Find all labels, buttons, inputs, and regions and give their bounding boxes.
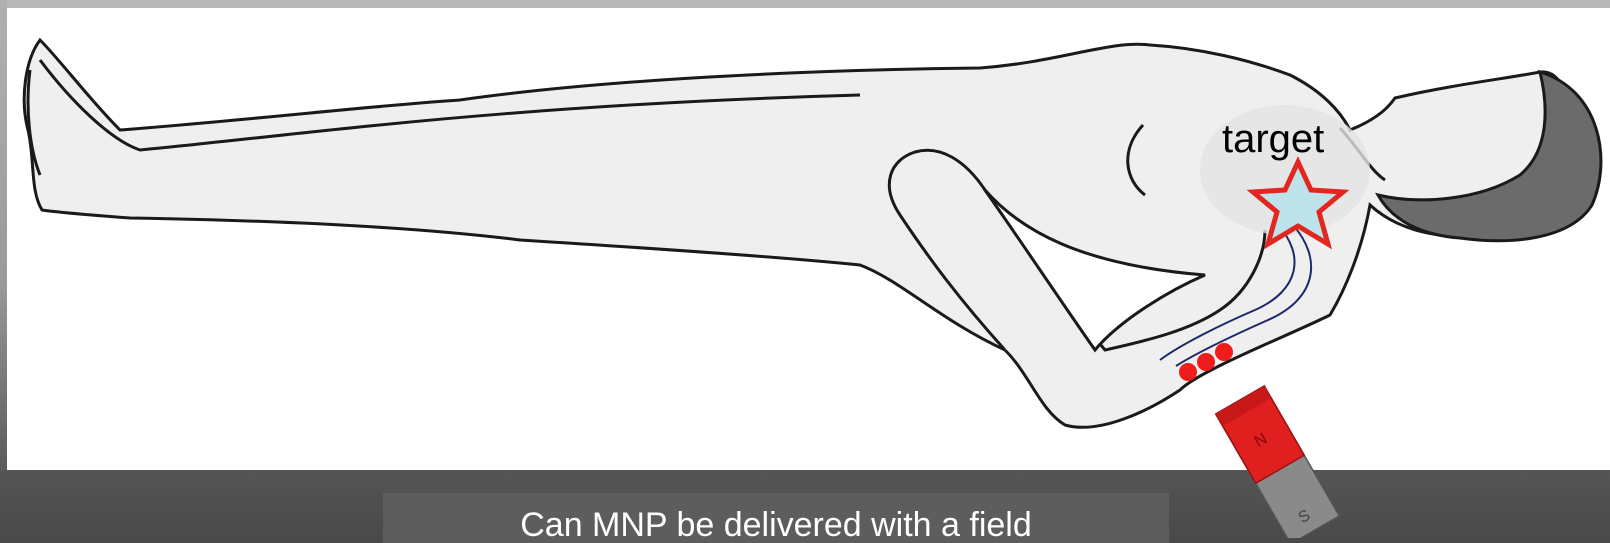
bar-magnet-icon: N S xyxy=(1216,386,1339,538)
human-body-outline xyxy=(24,40,1572,427)
caption-text: Can MNP be delivered with a field xyxy=(383,506,1169,543)
caption-box: Can MNP be delivered with a field xyxy=(383,493,1169,543)
target-label: target xyxy=(1222,117,1324,161)
